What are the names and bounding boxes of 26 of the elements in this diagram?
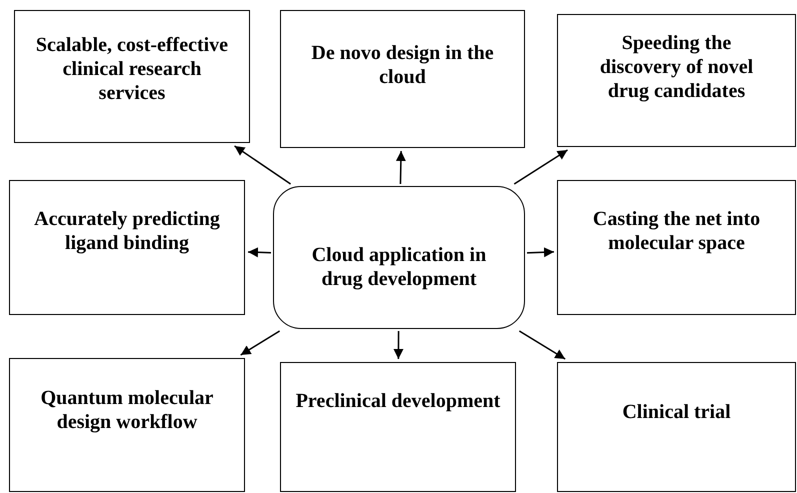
arrow bbox=[518, 330, 566, 360]
rounded-box bbox=[273, 186, 525, 329]
box-label: Preclinical development bbox=[296, 389, 500, 413]
text-box bbox=[14, 10, 250, 143]
box-label: Casting the net into molecular space bbox=[592, 207, 762, 255]
arrow bbox=[396, 150, 406, 184]
text-box bbox=[557, 362, 796, 492]
box-label: Accurately predicting ligand binding bbox=[33, 207, 221, 255]
text-box bbox=[280, 362, 516, 492]
box-label: De novo design in the cloud bbox=[310, 41, 495, 89]
box-label: Scalable, cost-effective clinical research services bbox=[34, 33, 230, 105]
arrow bbox=[240, 330, 280, 356]
box-label: Cloud application in drug development bbox=[310, 243, 488, 291]
box-label: Clinical trial bbox=[622, 400, 731, 424]
box-label: Quantum molecular design workflow bbox=[40, 386, 214, 434]
arrow bbox=[234, 145, 291, 185]
text-box bbox=[557, 180, 796, 315]
text-box bbox=[557, 14, 796, 147]
text-box bbox=[9, 180, 245, 315]
arrow bbox=[514, 149, 568, 185]
text-box bbox=[280, 10, 525, 148]
text-box bbox=[9, 358, 245, 492]
arrow bbox=[526, 247, 554, 258]
arrow bbox=[393, 331, 404, 359]
box-label: Speeding the discovery of novel drug candidates bbox=[598, 31, 754, 103]
arrow bbox=[248, 247, 272, 258]
